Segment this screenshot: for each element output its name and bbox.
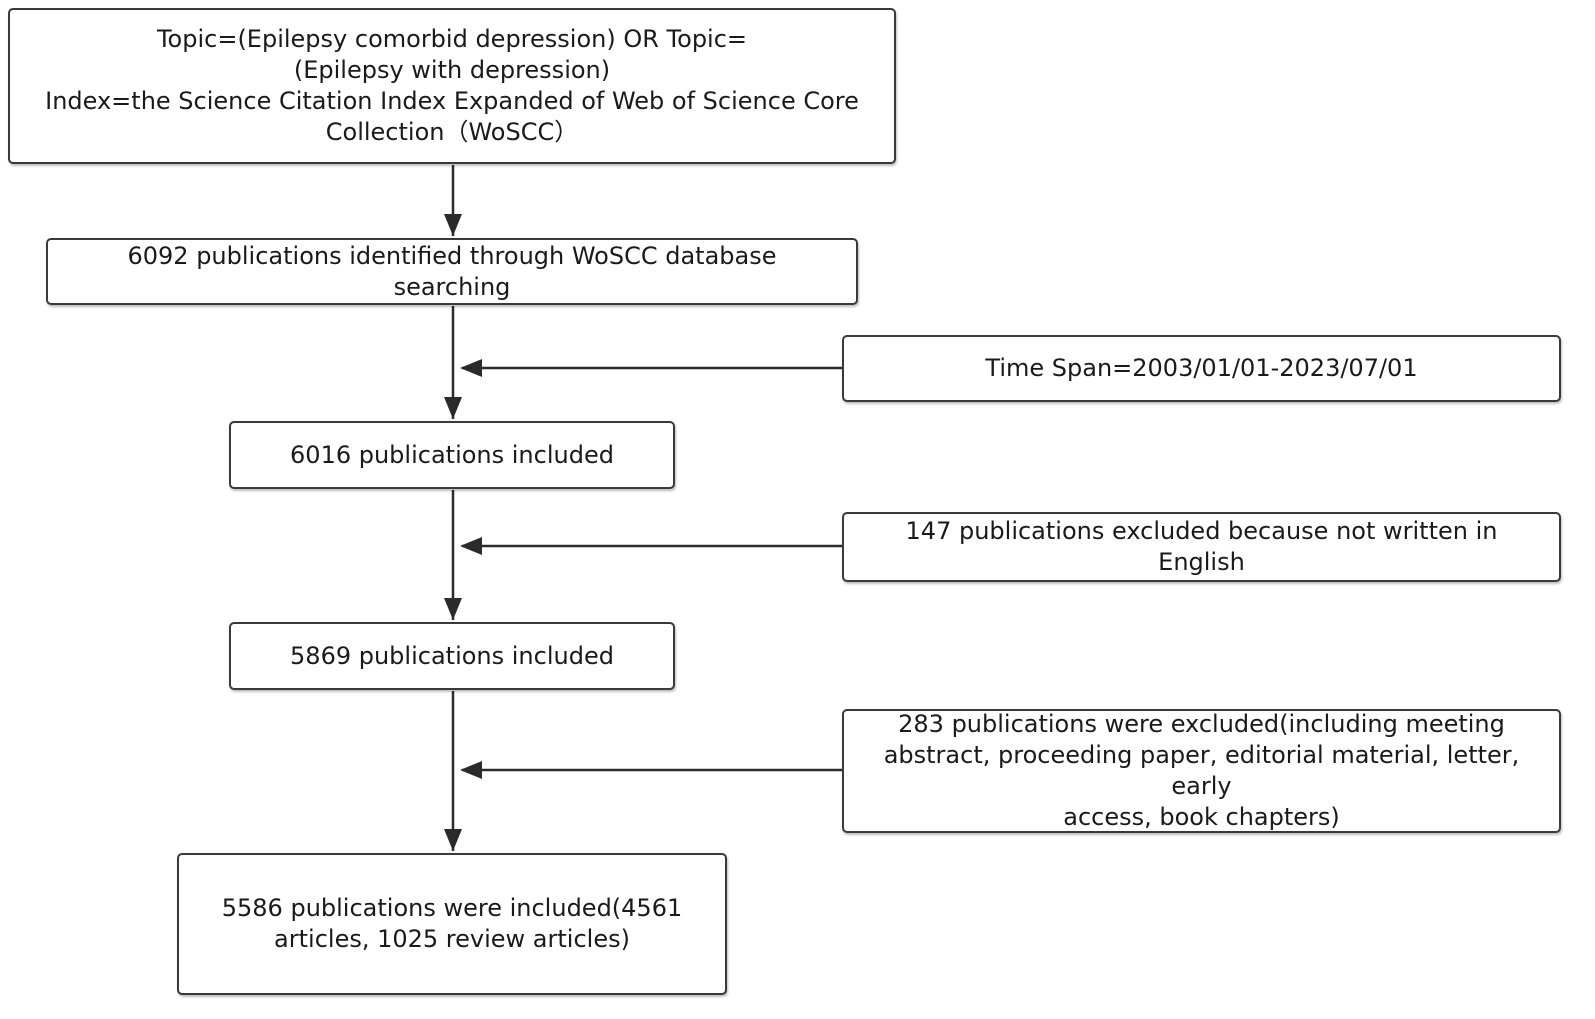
identified-publications-box: 6092 publications identified through WoS… <box>46 238 858 305</box>
arrowhead-timespan-to-flow <box>460 359 482 377</box>
query-line-4: Collection（WoSCC） <box>325 118 579 146</box>
time-span-filter-box: Time Span=2003/01/01-2023/07/01 <box>842 335 1561 402</box>
search-query-box: Topic=(Epilepsy comorbid depression) OR … <box>8 8 896 164</box>
query-line-3: Index=the Science Citation Index Expande… <box>45 87 859 115</box>
document-type-exclusion-box: 283 publications were excluded(including… <box>842 709 1561 833</box>
arrowhead-6016-to-5869 <box>444 598 462 620</box>
arrowhead-5869-to-final <box>444 829 462 851</box>
included-5869-box: 5869 publications included <box>229 622 675 690</box>
arrowhead-language-to-flow <box>460 537 482 555</box>
final-line-2: articles, 1025 review articles) <box>274 925 630 953</box>
time-span-text: Time Span=2003/01/01-2023/07/01 <box>985 354 1418 382</box>
included-5869-text: 5869 publications included <box>290 641 614 670</box>
final-line-1: 5586 publications were included(4561 <box>221 894 683 922</box>
query-line-2: (Epilepsy with depression) <box>293 56 611 84</box>
language-exclusion-text: 147 publications excluded because not wr… <box>905 517 1498 576</box>
type-exclusion-line-1: 283 publications were excluded(including… <box>898 710 1505 738</box>
identified-text: 6092 publications identified through WoS… <box>127 241 777 301</box>
type-exclusion-line-3: access, book chapters) <box>1063 803 1340 831</box>
arrowhead-query-to-identified <box>444 214 462 236</box>
arrowhead-identified-to-6016 <box>444 397 462 419</box>
arrowhead-types-to-flow <box>460 761 482 779</box>
type-exclusion-line-2: abstract, proceeding paper, editorial ma… <box>883 741 1520 800</box>
included-6016-box: 6016 publications included <box>229 421 675 489</box>
language-exclusion-box: 147 publications excluded because not wr… <box>842 512 1561 582</box>
final-included-box: 5586 publications were included(4561 art… <box>177 853 727 995</box>
query-line-1: Topic=(Epilepsy comorbid depression) OR … <box>156 25 748 53</box>
included-6016-text: 6016 publications included <box>290 440 614 469</box>
